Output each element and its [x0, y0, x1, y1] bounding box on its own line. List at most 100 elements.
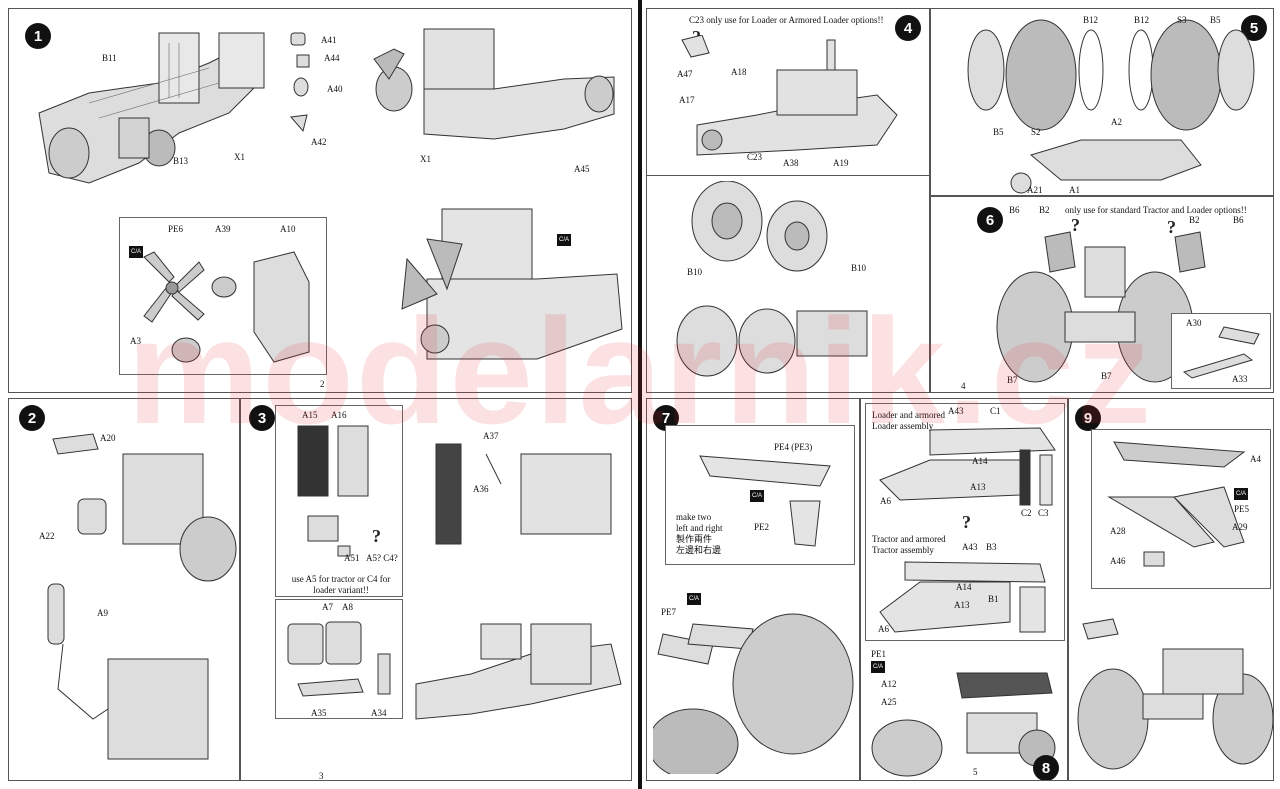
part-label: B11	[102, 53, 117, 63]
fender-assembly-inset: Loader and armored Loader assembly A43 C…	[865, 403, 1065, 641]
question-mark: ?	[962, 512, 971, 532]
part-label: A25	[881, 697, 897, 707]
question-mark: ?	[1167, 217, 1176, 237]
step-1-panel: 1 B11 B13 X1	[8, 8, 632, 393]
fender-inset: PE4 (PE3) C/A PE2 make two left and righ…	[665, 425, 855, 565]
part-label: A13	[954, 600, 970, 610]
part-label: A14	[956, 582, 972, 592]
tanks-drawing	[287, 621, 391, 697]
tractor-note: only use for standard Tractor and Loader…	[1065, 205, 1247, 215]
step-3-lower-drawing	[415, 623, 622, 720]
page-spine	[638, 0, 642, 789]
step-7-panel: 7 PE4 (PE3) C/A PE2 make two left and ri…	[646, 398, 860, 781]
loader-note: C23 only use for Loader or Armored Loade…	[689, 15, 884, 25]
fan-drawing	[143, 251, 310, 363]
chassis-drawing	[38, 32, 265, 184]
part-label: A5? C4?	[366, 553, 398, 563]
step-number: 1	[25, 23, 51, 49]
step-4-panel: 4 C23 only use for Loader or Armored Loa…	[646, 8, 930, 393]
part-label: A33	[1232, 374, 1248, 384]
hitch-drawing	[1182, 326, 1260, 379]
engine-front-drawing	[401, 208, 623, 360]
part-label: A13	[970, 482, 986, 492]
part-label: A45	[574, 164, 590, 174]
wheels-drawing	[676, 181, 868, 377]
step-6-panel: 6 B6 B2 only use for standard Tractor an…	[930, 196, 1274, 393]
step-3-panel: 3 A15 A16 A51 ? A5? C4? use A5 for tract…	[240, 398, 632, 781]
part-label: B13	[173, 156, 189, 166]
fender-drawing	[699, 455, 831, 547]
part-label: A3	[130, 336, 141, 346]
fan-inset: C/A PE6 A39 A10 A3	[119, 217, 327, 375]
make-two-note: make two left and right 製作兩件 左邊和右邊	[676, 512, 723, 555]
ca-badge: C/A	[687, 593, 701, 605]
page-number: 4	[961, 381, 966, 391]
part-label: PE5	[1234, 504, 1250, 514]
part-label: S2	[1031, 127, 1041, 137]
step-8-panel: Loader and armored Loader assembly A43 C…	[860, 398, 1068, 781]
page-right: 4 C23 only use for Loader or Armored Loa…	[642, 0, 1280, 789]
part-label: A12	[881, 679, 897, 689]
tanks-inset: A7 A8 A35 A34	[275, 599, 403, 719]
part-label: A6	[880, 496, 891, 506]
page-number: 3	[319, 771, 324, 781]
part-label: A43	[962, 542, 978, 552]
part-label: A8	[342, 602, 353, 612]
part-label: A38	[783, 158, 799, 168]
step-3-upper-drawing	[435, 443, 612, 545]
part-label: B10	[687, 267, 703, 277]
step-4-drawing	[681, 35, 898, 156]
part-label: A1	[1069, 185, 1080, 195]
part-label: A37	[483, 431, 499, 441]
part-label: A42	[311, 137, 327, 147]
part-label: A44	[324, 53, 340, 63]
part-label: B5	[993, 127, 1004, 137]
tractor-fender-drawing	[879, 561, 1046, 633]
step-5-panel: 5 B12 B12 S3 B5 B5 S2 A2 A21 A1	[930, 8, 1274, 196]
part-label: B2	[1039, 205, 1050, 215]
part-label: B6	[1009, 205, 1020, 215]
step-number: 8	[1033, 755, 1059, 780]
part-label: C23	[747, 152, 763, 162]
part-label: A34	[371, 708, 387, 718]
part-label: PE4 (PE3)	[774, 442, 813, 452]
part-label: X1	[234, 152, 245, 162]
part-label: A17	[679, 95, 695, 105]
loader-fender-drawing	[879, 427, 1056, 506]
part-label: A19	[833, 158, 849, 168]
part-label: A39	[215, 224, 231, 234]
part-label: A47	[677, 69, 693, 79]
part-label: C2	[1021, 508, 1032, 518]
part-label: A6	[878, 624, 889, 634]
page-number: 5	[973, 767, 978, 777]
part-label: A7	[322, 602, 333, 612]
step-5-drawing	[967, 19, 1255, 194]
part-label: PE6	[168, 224, 184, 234]
question-mark: ?	[372, 526, 381, 546]
part-label: A4	[1250, 454, 1261, 464]
step-number: 9	[1075, 405, 1101, 431]
part-label: B7	[1101, 371, 1112, 381]
hitch-inset: A30 A33	[1171, 313, 1271, 389]
divider	[647, 175, 929, 176]
part-label: A46	[1110, 556, 1126, 566]
part-label: A15	[302, 410, 318, 420]
ca-badge: C/A	[129, 246, 143, 258]
part-label: A28	[1110, 526, 1126, 536]
part-label: A30	[1186, 318, 1202, 328]
part-label: B3	[986, 542, 997, 552]
part-label: A18	[731, 67, 747, 77]
part-label: B10	[851, 263, 867, 273]
radiator-inset: A15 A16 A51 ? A5? C4? use A5 for tractor…	[275, 405, 403, 597]
step-number: 3	[249, 405, 275, 431]
tractor-assembly-title: Tractor and armored Tractor assembly	[872, 534, 946, 555]
ca-badge: C/A	[1234, 488, 1248, 500]
part-label: A40	[327, 84, 343, 94]
step-8-drawing	[871, 672, 1056, 777]
part-label: A36	[473, 484, 489, 494]
part-label: A14	[972, 456, 988, 466]
part-label: A16	[331, 410, 347, 420]
part-label: A9	[97, 608, 108, 618]
step-number: 2	[19, 405, 45, 431]
part-label: A10	[280, 224, 296, 234]
